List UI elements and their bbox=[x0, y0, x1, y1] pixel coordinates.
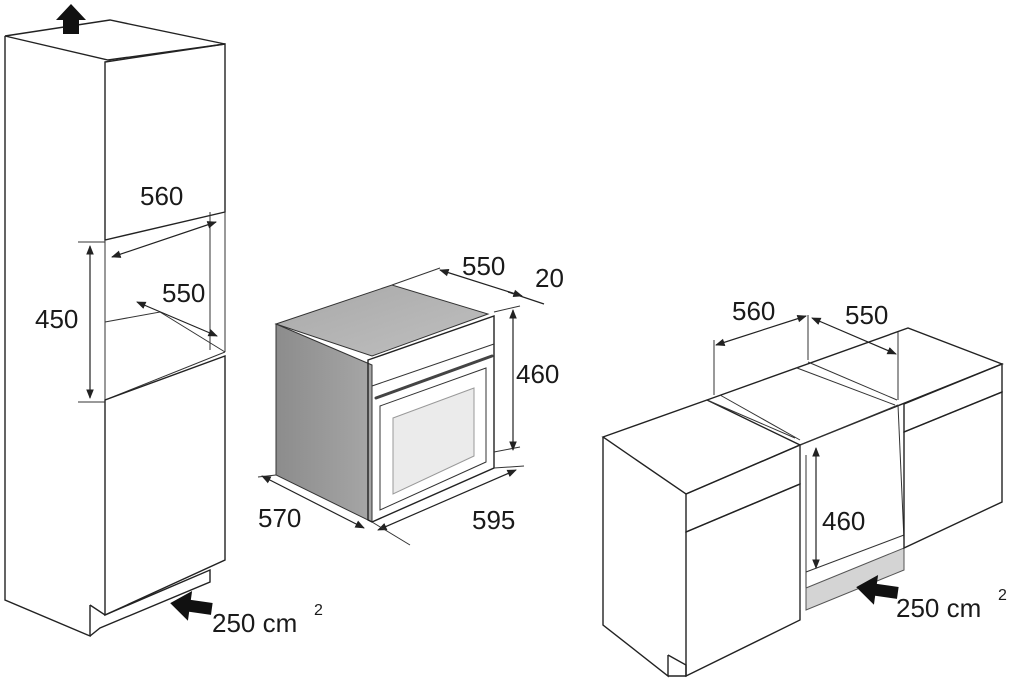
vent-inlet-arrow-icon bbox=[170, 591, 213, 621]
tall-unit: 560 550 450 250 cm 2 bbox=[4, 4, 323, 638]
base-back-top bbox=[706, 327, 1004, 446]
oven-dim-gap-label: 20 bbox=[535, 263, 564, 293]
base-dim-width-label: 560 bbox=[732, 296, 775, 326]
base-unit: 560 550 460 250 cm 2 bbox=[601, 296, 1007, 678]
oven-dim-width-ext-left bbox=[371, 521, 411, 546]
oven: 550 20 460 570 595 bbox=[257, 251, 564, 546]
base-vent-label: 250 cm bbox=[896, 593, 981, 623]
tall-unit-lower-door bbox=[104, 354, 226, 617]
oven-dim-width-ext bbox=[493, 465, 525, 469]
base-vent-grille bbox=[805, 547, 905, 611]
base-dim-width-line bbox=[715, 314, 807, 347]
base-mid-divider bbox=[807, 361, 898, 401]
tall-unit-plinth bbox=[89, 568, 211, 637]
oven-window bbox=[392, 387, 475, 495]
tall-dim-width-label: 560 bbox=[140, 181, 183, 211]
oven-dim-width-line bbox=[377, 469, 517, 531]
oven-dim-side-ext bbox=[257, 474, 277, 478]
oven-control-panel-edge bbox=[371, 343, 495, 387]
base-left-top bbox=[601, 399, 802, 495]
oven-dim-depth-ext bbox=[391, 267, 441, 286]
tall-dim-height-label: 450 bbox=[35, 304, 78, 334]
base-dim-depth-label: 550 bbox=[845, 300, 888, 330]
tall-dim-width-line bbox=[111, 221, 217, 258]
tall-dim-depth-label: 550 bbox=[162, 278, 205, 308]
base-niche-floor bbox=[805, 534, 905, 573]
oven-dim-height-label: 460 bbox=[516, 359, 559, 389]
oven-handle bbox=[374, 354, 494, 400]
oven-dim-side-label: 570 bbox=[258, 503, 301, 533]
tall-dim-depth-line bbox=[136, 301, 218, 337]
oven-dim-side-line bbox=[261, 475, 365, 529]
base-niche-right bbox=[897, 404, 905, 541]
oven-dim-gap-line bbox=[507, 291, 545, 305]
exhaust-arrow-icon bbox=[56, 4, 86, 34]
base-right-door bbox=[903, 390, 1003, 550]
oven-dim-height-ext-bottom bbox=[493, 446, 521, 453]
oven-dim-width-label: 595 bbox=[472, 505, 515, 535]
base-dim-depth-line bbox=[811, 317, 897, 355]
tall-vent-superscript: 2 bbox=[314, 602, 323, 619]
tall-unit-side-panel bbox=[4, 36, 91, 638]
base-dim-height-label: 460 bbox=[822, 506, 865, 536]
base-left-drawer bbox=[685, 443, 801, 534]
base-left-inner bbox=[706, 399, 796, 439]
oven-top bbox=[274, 284, 490, 357]
oven-dim-depth-label: 550 bbox=[462, 251, 505, 281]
base-left-door bbox=[685, 482, 801, 678]
base-left-inner-2 bbox=[719, 394, 801, 441]
tall-vent-label: 250 cm bbox=[212, 608, 297, 638]
base-mid-divider-2 bbox=[796, 367, 896, 406]
base-left-side bbox=[602, 437, 669, 678]
oven-side bbox=[275, 323, 373, 523]
oven-dim-height-ext-top bbox=[493, 305, 521, 313]
tall-unit-top bbox=[4, 19, 226, 61]
base-plinth bbox=[667, 654, 687, 677]
base-vent-inlet-arrow-icon bbox=[856, 575, 899, 605]
base-vent-superscript: 2 bbox=[998, 587, 1007, 604]
base-niche-top bbox=[799, 404, 899, 446]
